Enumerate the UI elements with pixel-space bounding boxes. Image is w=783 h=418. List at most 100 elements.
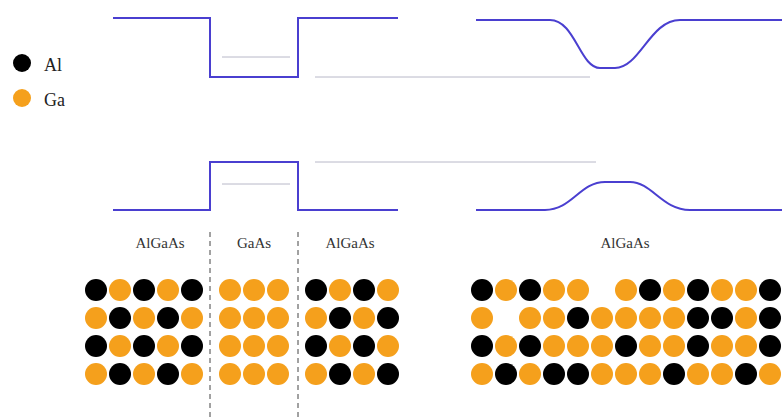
atom — [711, 279, 733, 301]
atom — [243, 307, 265, 329]
atom — [615, 279, 637, 301]
atom — [377, 335, 399, 357]
atom — [711, 335, 733, 357]
atom — [759, 307, 781, 329]
atom — [759, 279, 781, 301]
atom — [109, 307, 131, 329]
atom — [157, 363, 179, 385]
atom — [243, 363, 265, 385]
atom — [109, 335, 131, 357]
atom — [519, 335, 541, 357]
atom — [519, 363, 541, 385]
atom — [133, 335, 155, 357]
atom — [133, 279, 155, 301]
atom-lattice — [85, 279, 781, 385]
atom — [353, 335, 375, 357]
interface-line — [210, 232, 298, 418]
atom — [157, 279, 179, 301]
atom — [567, 307, 589, 329]
atom — [639, 335, 661, 357]
atom — [663, 335, 685, 357]
atom — [639, 279, 661, 301]
atom — [495, 363, 517, 385]
atom — [471, 279, 493, 301]
atom — [133, 307, 155, 329]
atom — [471, 307, 493, 329]
atom — [663, 363, 685, 385]
atom — [305, 279, 327, 301]
atom — [85, 363, 107, 385]
region-label: AlGaAs — [135, 236, 184, 251]
atom — [329, 307, 351, 329]
atom — [353, 363, 375, 385]
atom — [243, 335, 265, 357]
atom — [219, 335, 241, 357]
atom — [377, 307, 399, 329]
atom — [157, 335, 179, 357]
atom — [615, 307, 637, 329]
legend-label: Al — [44, 56, 62, 74]
region-label: AlGaAs — [325, 236, 374, 251]
atom — [687, 279, 709, 301]
atom — [181, 307, 203, 329]
atom — [305, 335, 327, 357]
atom — [639, 363, 661, 385]
atom — [543, 307, 565, 329]
atom — [85, 279, 107, 301]
atom — [353, 307, 375, 329]
atom — [267, 363, 289, 385]
atom — [591, 363, 613, 385]
atom — [219, 279, 241, 301]
atom — [329, 279, 351, 301]
atom — [735, 307, 757, 329]
atom — [519, 279, 541, 301]
atom — [543, 279, 565, 301]
atom — [495, 335, 517, 357]
atom — [687, 335, 709, 357]
atom — [663, 307, 685, 329]
atom — [85, 307, 107, 329]
atom — [471, 363, 493, 385]
atom — [181, 363, 203, 385]
atom — [687, 307, 709, 329]
atom — [181, 335, 203, 357]
atom — [329, 335, 351, 357]
atom — [687, 363, 709, 385]
atom — [543, 335, 565, 357]
atom — [305, 307, 327, 329]
atom — [735, 335, 757, 357]
atom — [567, 363, 589, 385]
legend-swatch — [13, 89, 31, 107]
atom — [267, 307, 289, 329]
atom — [181, 279, 203, 301]
atom — [591, 307, 613, 329]
atom — [639, 307, 661, 329]
atom — [615, 363, 637, 385]
atom — [759, 363, 781, 385]
band-profile — [113, 18, 782, 210]
atom — [543, 363, 565, 385]
atom — [711, 307, 733, 329]
atom — [353, 279, 375, 301]
atom — [329, 363, 351, 385]
atom — [759, 335, 781, 357]
atom — [243, 279, 265, 301]
region-label: GaAs — [237, 236, 271, 251]
atom — [305, 363, 327, 385]
atom — [735, 363, 757, 385]
atom — [495, 279, 517, 301]
atom — [567, 335, 589, 357]
atom — [267, 335, 289, 357]
atom — [735, 279, 757, 301]
region-label: AlGaAs — [600, 236, 649, 251]
atom — [591, 335, 613, 357]
atom — [85, 335, 107, 357]
atom — [219, 363, 241, 385]
atom — [109, 363, 131, 385]
atom — [615, 335, 637, 357]
atom — [663, 279, 685, 301]
atom — [471, 335, 493, 357]
atom — [377, 363, 399, 385]
atom — [157, 307, 179, 329]
